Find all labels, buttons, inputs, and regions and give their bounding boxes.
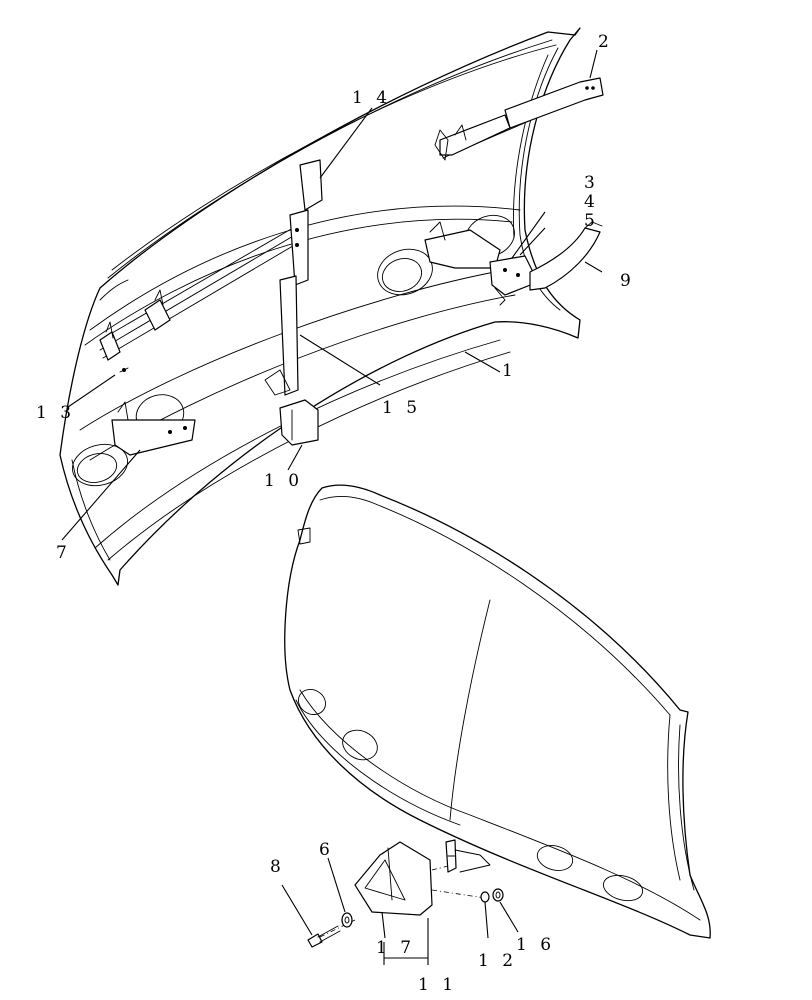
callout-8: 8: [270, 857, 285, 877]
vertical-strap-14: [264, 159, 323, 396]
triangle-reflector-17: [354, 841, 433, 916]
alignment-line: [431, 889, 486, 899]
box-mount-10: [279, 399, 319, 446]
lamp-bracket-left-7: [111, 401, 196, 456]
upper-hood-panel: [59, 27, 581, 586]
callout-3: 3: [584, 173, 599, 193]
callout-15: 1 5: [382, 398, 421, 418]
rail-clamps-13: [99, 289, 171, 373]
washer-12: [480, 891, 490, 903]
callout-16: 1 6: [516, 935, 555, 955]
callout-2: 2: [598, 32, 613, 52]
callout-12: 1 2: [478, 951, 517, 971]
callout-labels: 1 2 3 4 5 6 7 8 9 1 0 1 1 1 2 1 3 1 4 1 …: [36, 32, 635, 995]
bolt-8: [307, 925, 341, 948]
callout-5: 5: [584, 211, 599, 231]
callout-4: 4: [584, 192, 599, 212]
callout-13: 1 3: [36, 403, 75, 423]
callout-9: 9: [620, 271, 635, 291]
callout-6: 6: [319, 840, 334, 860]
reflector-mount: [445, 839, 491, 873]
u-strap-9: [529, 221, 603, 291]
callout-17: 1 7: [376, 938, 415, 958]
callout-1: 1: [502, 361, 517, 381]
strap-bracket-2: [434, 77, 604, 161]
lower-hood-panel: [284, 484, 711, 939]
callout-11: 1 1: [418, 975, 457, 995]
callout-14: 1 4: [352, 88, 391, 108]
alignment-line: [431, 865, 449, 871]
leader-lines: [61, 49, 603, 965]
washer-6: [341, 912, 353, 928]
lamp-bracket-right: [424, 221, 539, 306]
nut-16: [492, 888, 504, 902]
callout-7: 7: [56, 543, 71, 563]
callout-10: 1 0: [264, 471, 303, 491]
